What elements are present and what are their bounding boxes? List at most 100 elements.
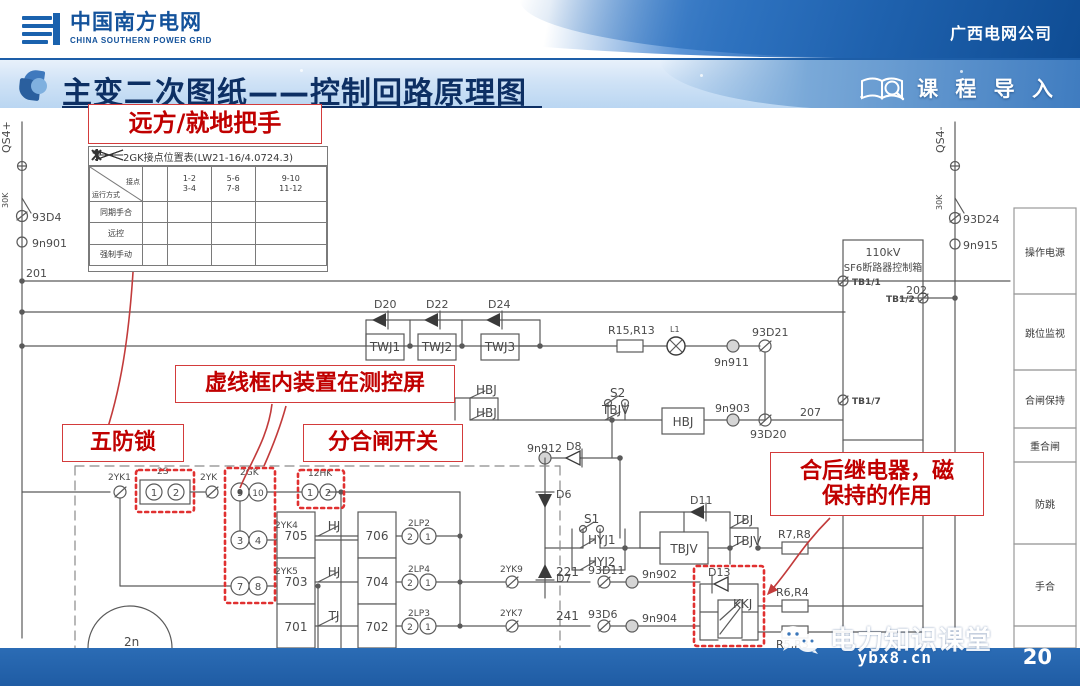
label-93d20: 93D20 [750, 428, 786, 441]
label-hyj1: HYJ1 [588, 533, 616, 547]
label-202: 202 [906, 284, 927, 297]
svg-text:1: 1 [425, 579, 431, 589]
section-indicator: 课 程 导 入 [859, 73, 1058, 103]
table-col-1: 1-2 3-4 [167, 165, 212, 203]
row-label-1: 远控 [89, 222, 143, 245]
label-left-top: QS4+ [0, 121, 13, 153]
label-2yk9: 2YK9 [500, 565, 523, 575]
highlight-kkj-relay [692, 564, 766, 648]
label-hj-2: HJ [328, 565, 341, 579]
label-2lp3: 2LP3 [408, 609, 430, 619]
cell-1-0 [95, 154, 212, 245]
schematic-svg: QS4+ 30K 93D4 9n901 201 QS4- 30K 93D24 9… [0, 121, 1077, 648]
label-d22: D22 [426, 298, 448, 311]
svg-text:2: 2 [407, 533, 413, 543]
label-2s-contact-1: 1 [151, 488, 157, 499]
annotation-open-close-switch: 分合闸开关 [303, 424, 463, 462]
label-d7: D7 [556, 572, 571, 585]
annotation-five-prevention-lock: 五防锁 [62, 424, 184, 462]
label-12hk: 12HK [308, 469, 333, 479]
label-9n915: 9n915 [963, 239, 998, 252]
label-2gk-7: 7 [237, 582, 243, 593]
bottom-blue-bar [0, 648, 1080, 686]
svg-text:1: 1 [425, 623, 431, 633]
label-12hk-1: 1 [307, 488, 313, 499]
label-r6r4: R6,R4 [776, 586, 809, 599]
label-2gk-4: 4 [255, 536, 261, 547]
table-row: 同期手合 [89, 149, 328, 224]
label-r7r8: R7,R8 [778, 528, 811, 541]
label-9n903: 9n903 [715, 402, 750, 415]
slide-title-bar: 主变二次图纸——控制回路原理图 课 程 导 入 [0, 58, 1080, 110]
label-tj: TJ [328, 609, 340, 623]
contact-table-grid: 接点 运行方式 1-2 3-4 5-6 7-8 9-10 11-12 [89, 149, 328, 267]
table-col-2: 5-6 7-8 [210, 165, 256, 203]
label-2lp4: 2LP4 [408, 565, 430, 575]
label-93d21: 93D21 [752, 326, 788, 339]
label-12hk-2: 2 [325, 488, 331, 499]
label-201: 201 [26, 267, 47, 280]
label-110kv: 110kV [866, 246, 901, 259]
annotation-line-1: 合后继电器，磁 [799, 458, 954, 484]
label-hj-1: HJ [328, 519, 341, 533]
watermark-url: ybx8.cn [857, 648, 932, 667]
row-label-2: 强制手动 [89, 243, 143, 267]
cell-2-0 [95, 154, 212, 267]
label-9n912: 9n912 [527, 442, 562, 455]
brand-unit-label: 广西电网公司 [949, 24, 1052, 43]
label-hbj-contact-1: HBJ [476, 383, 497, 397]
svg-text:2: 2 [407, 623, 413, 633]
label-tbj: TBJ [733, 513, 753, 527]
highlight-12hk [296, 468, 346, 510]
contact-table-title: 2GK接点位置表(LW21-16/4.0724.3) [89, 147, 327, 166]
label-twj3: TWJ3 [484, 340, 515, 354]
leader-dashed-box-a [263, 405, 287, 467]
label-2s: 2S [157, 467, 169, 477]
table-corner-bottom: 运行方式 [92, 191, 120, 200]
label-right-fuse-sym: 30K [935, 194, 944, 210]
brand-name-en: CHINA SOUTHERN POWER GRID [70, 36, 212, 45]
table-col-3: 9-10 11-12 [254, 165, 328, 203]
watermark: 电力知识课堂 [778, 620, 992, 657]
label-hbj-coil: HBJ [673, 415, 694, 429]
panel-row-2: 合闸保持 [1025, 395, 1065, 407]
label-hbj-contact-2: HBJ [476, 406, 497, 420]
csg-grid-logo-icon [22, 12, 62, 45]
highlight-2s-switch [134, 468, 196, 514]
label-2lp2: 2LP2 [408, 519, 430, 529]
label-d6: D6 [556, 488, 571, 501]
label-93d6: 93D6 [588, 608, 617, 621]
label-2gk-8: 8 [255, 582, 261, 593]
label-241: 241 [556, 609, 579, 623]
label-d20: D20 [374, 298, 396, 311]
label-2gk-3: 3 [237, 536, 243, 547]
handle-icon-down-right [91, 149, 168, 267]
cell-2-1 [95, 154, 256, 267]
table-handle-col-head [142, 165, 168, 203]
label-2n: 2n [124, 635, 139, 648]
label-2yk4: 2YK4 [275, 521, 298, 531]
label-d8: D8 [566, 440, 581, 453]
label-tb1-1: TB1/1 [852, 278, 881, 288]
label-221: 221 [556, 565, 579, 579]
leader-dashed-box-b [239, 403, 273, 489]
label-2yk: 2YK [200, 473, 218, 483]
label-d13: D13 [708, 566, 730, 579]
label-s2: S2 [610, 386, 625, 400]
label-9n904: 9n904 [642, 612, 677, 625]
panel-row-4: 防跳 [1035, 499, 1055, 511]
label-706: 706 [366, 529, 389, 543]
label-right-top: QS4- [934, 126, 947, 153]
label-9n902: 9n902 [642, 568, 677, 581]
annotation-dashed-box-device: 虚线框内装置在测控屏 [175, 365, 455, 403]
brand-name-cn: 中国南方电网 [70, 10, 202, 34]
handle-icon-up [94, 149, 168, 245]
cell-0-1 [95, 154, 256, 224]
label-93d4: 93D4 [32, 211, 61, 224]
label-702: 702 [366, 620, 389, 634]
leader-kkj [766, 517, 831, 596]
label-2gk: 2GK [240, 468, 260, 478]
label-tb1-7: TB1/7 [852, 397, 881, 407]
label-93d24: 93D24 [963, 213, 999, 226]
label-93d11: 93D11 [588, 564, 624, 577]
